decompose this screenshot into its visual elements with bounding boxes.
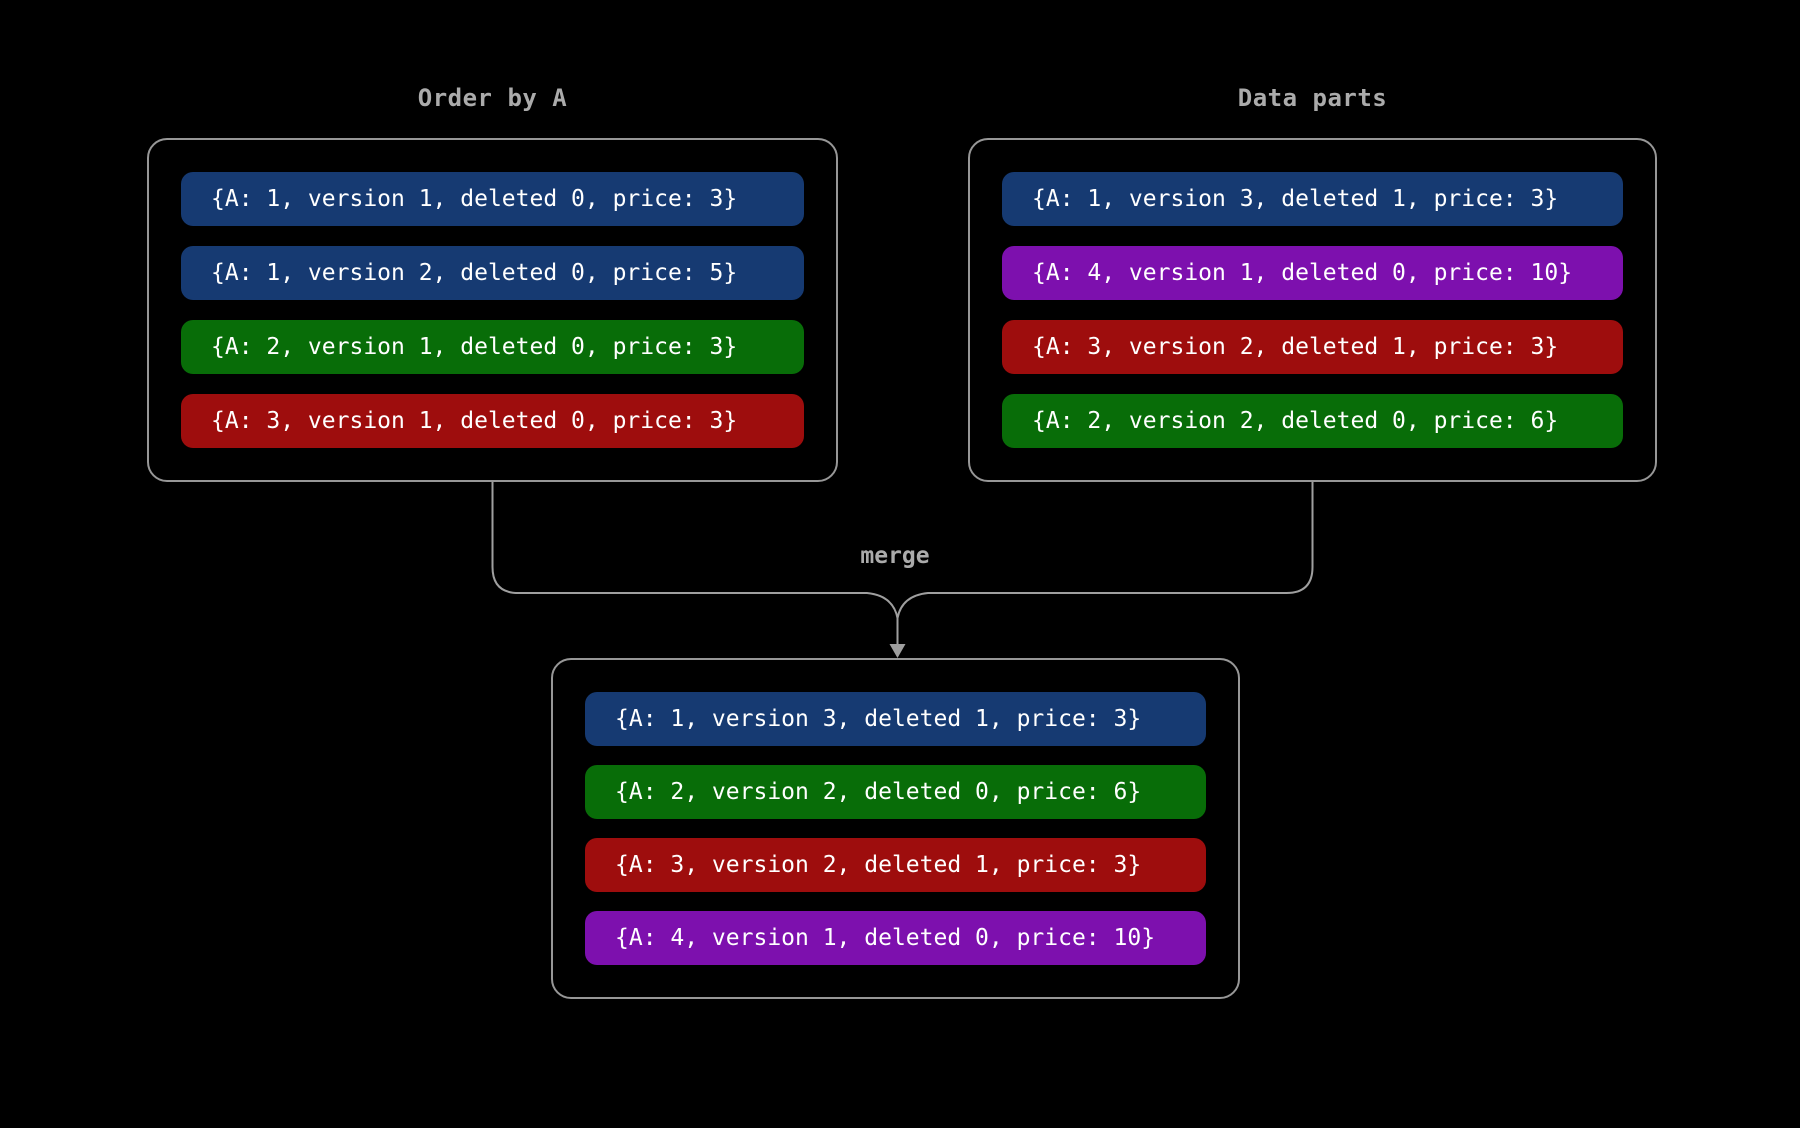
data-row: {A: 4, version 1, deleted 0, price: 10} [1002, 246, 1623, 300]
merge-label: merge [860, 543, 930, 569]
data-row: {A: 2, version 1, deleted 0, price: 3} [181, 320, 804, 374]
data-row: {A: 1, version 2, deleted 0, price: 5} [181, 246, 804, 300]
data-row: {A: 1, version 1, deleted 0, price: 3} [181, 172, 804, 226]
data-row: {A: 4, version 1, deleted 0, price: 10} [585, 911, 1206, 965]
data-parts-panel: {A: 1, version 3, deleted 1, price: 3} {… [968, 138, 1657, 482]
data-row: {A: 3, version 1, deleted 0, price: 3} [181, 394, 804, 448]
data-row: {A: 3, version 2, deleted 1, price: 3} [585, 838, 1206, 892]
data-row: {A: 1, version 3, deleted 1, price: 3} [585, 692, 1206, 746]
data-row: {A: 2, version 2, deleted 0, price: 6} [585, 765, 1206, 819]
data-row: {A: 2, version 2, deleted 0, price: 6} [1002, 394, 1623, 448]
arrow-down-icon [889, 644, 906, 658]
merged-result-panel: {A: 1, version 3, deleted 1, price: 3} {… [551, 658, 1240, 999]
order-by-a-panel: {A: 1, version 1, deleted 0, price: 3} {… [147, 138, 838, 482]
data-row: {A: 1, version 3, deleted 1, price: 3} [1002, 172, 1623, 226]
order-by-a-title: Order by A [417, 84, 568, 112]
data-row: {A: 3, version 2, deleted 1, price: 3} [1002, 320, 1623, 374]
data-parts-title: Data parts [1237, 84, 1388, 112]
